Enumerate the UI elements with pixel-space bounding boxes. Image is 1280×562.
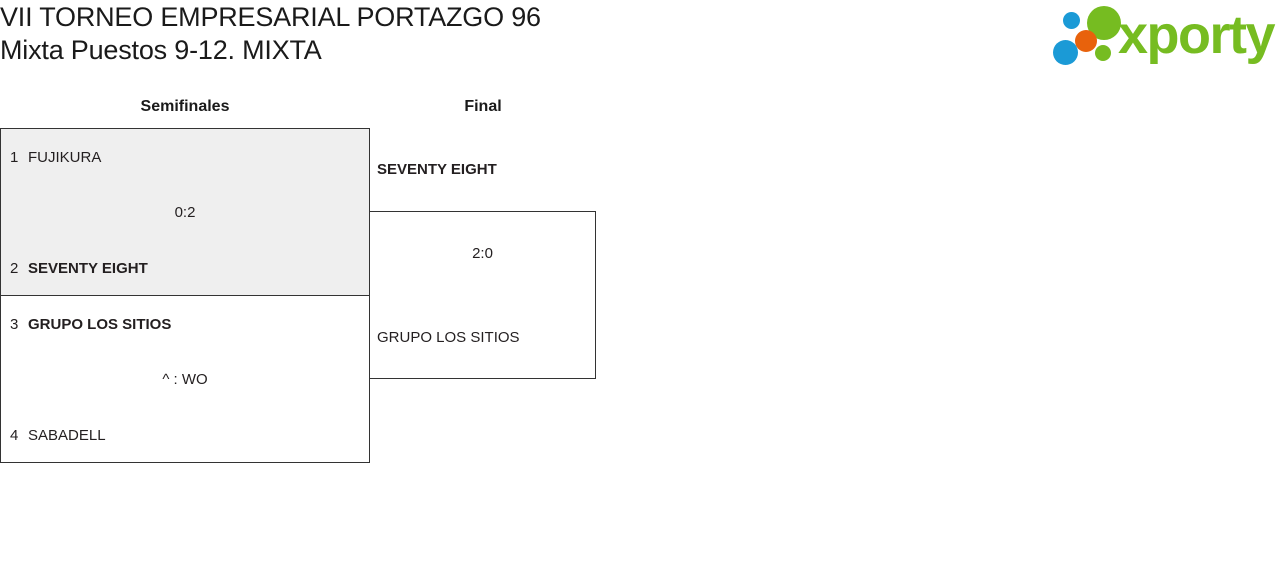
logo-dot-orange-icon [1075, 30, 1097, 52]
match-team-row[interactable]: 1 FUJIKURA [1, 148, 369, 167]
tournament-title: VII TORNEO EMPRESARIAL PORTAZGO 96 [0, 2, 541, 32]
round-heading-final: Final [464, 98, 502, 115]
match-score: 0:2 [174, 204, 196, 221]
final-team-name-top: SEVENTY EIGHT [377, 161, 497, 178]
match-team-row[interactable]: 2 SEVENTY EIGHT [1, 259, 369, 278]
team-name: SEVENTY EIGHT [28, 260, 148, 277]
final-team-name-bottom: GRUPO LOS SITIOS [377, 329, 520, 346]
xporty-logo[interactable]: xporty [1053, 4, 1276, 65]
round-heading-semifinals: Semifinales [140, 98, 230, 115]
page-title: VII TORNEO EMPRESARIAL PORTAZGO 96 Mixta… [0, 0, 900, 67]
page-header: VII TORNEO EMPRESARIAL PORTAZGO 96 Mixta… [0, 0, 1280, 90]
match-team-row[interactable]: 4 SABADELL [1, 426, 369, 445]
logo-dot-green-small-icon [1095, 45, 1111, 61]
team-seed: 1 [10, 149, 19, 166]
team-name: GRUPO LOS SITIOS [28, 316, 172, 333]
team-seed: 3 [10, 316, 19, 333]
final-match-score: 2:0 [472, 245, 493, 262]
team-seed: 4 [10, 427, 19, 444]
team-name: FUJIKURA [28, 149, 102, 166]
logo-dot-blue-small-icon [1063, 12, 1080, 29]
tournament-subtitle: Mixta Puestos 9-12. MIXTA [0, 35, 322, 65]
match-semifinal-2[interactable]: 3 GRUPO LOS SITIOS ^ : WO 4 SABADELL [0, 295, 370, 463]
team-seed: 2 [10, 260, 19, 277]
logo-dot-blue-large-icon [1053, 40, 1078, 65]
match-score: ^ : WO [162, 371, 208, 388]
logo-dots-icon [1053, 4, 1125, 65]
match-final[interactable] [369, 211, 596, 379]
team-name: SABADELL [28, 427, 106, 444]
logo-wordmark: xporty [1118, 5, 1276, 65]
match-team-row[interactable]: 3 GRUPO LOS SITIOS [1, 315, 369, 334]
match-semifinal-1[interactable]: 1 FUJIKURA 0:2 2 SEVENTY EIGHT [0, 128, 370, 296]
